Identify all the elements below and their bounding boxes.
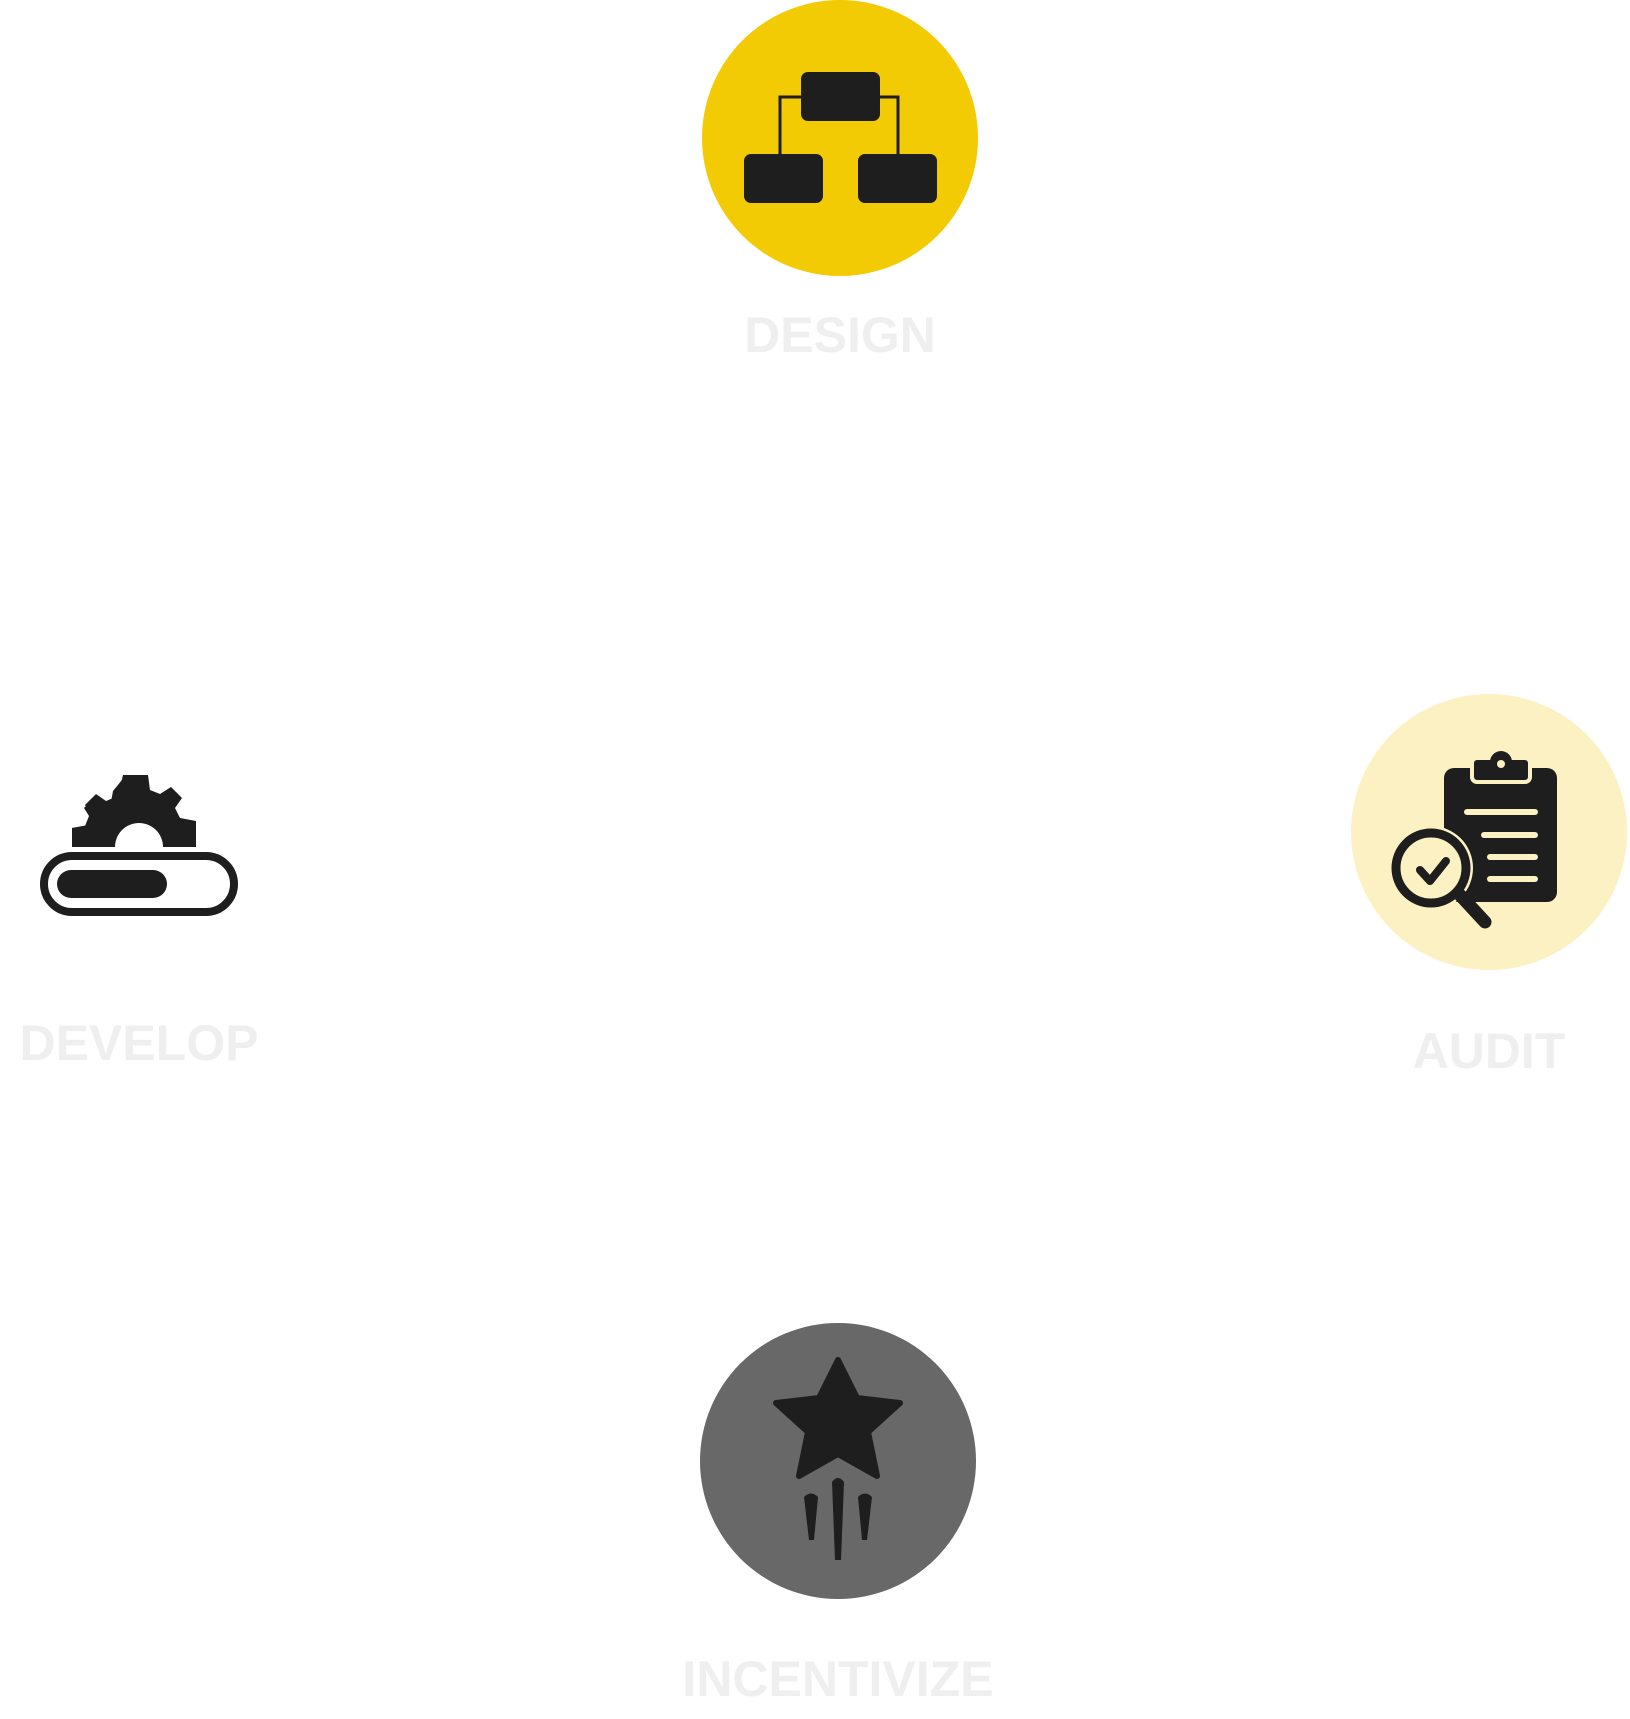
incentivize-label: INCENTIVIZE: [682, 1651, 993, 1707]
audit-label: AUDIT: [1413, 1023, 1566, 1079]
org-chart-icon: [744, 72, 937, 203]
step-incentivize: INCENTIVIZE: [682, 1323, 994, 1707]
incentivize-circle: [700, 1323, 976, 1599]
design-circle: [702, 0, 978, 276]
gear-progress-icon: [40, 775, 238, 916]
step-audit: AUDIT: [1351, 694, 1627, 1079]
rocket-star-icon: [773, 1357, 903, 1560]
develop-label: DEVELOP: [20, 1015, 259, 1071]
step-design: DESIGN: [702, 0, 978, 363]
design-label: DESIGN: [744, 307, 936, 363]
clipboard-audit-icon: [1389, 751, 1557, 929]
step-develop: DEVELOP: [20, 775, 259, 1071]
